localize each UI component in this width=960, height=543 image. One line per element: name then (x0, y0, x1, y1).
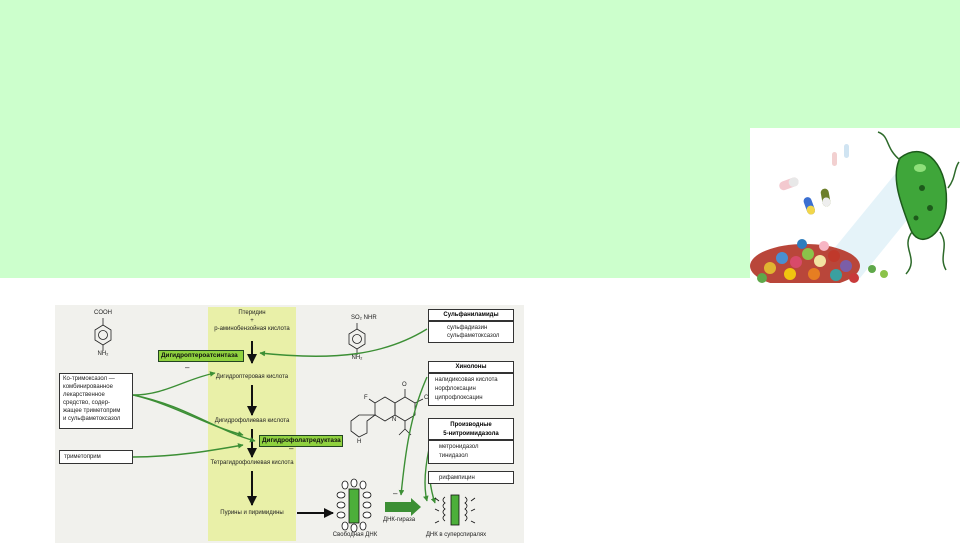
supercoiled-dna-graphic (434, 494, 476, 526)
quinolones-title: Хинолоны (428, 361, 514, 373)
supercoiled-dna-label: ДНК в суперспиралях (425, 532, 487, 538)
diagram-graphics (94, 307, 476, 541)
rifampicin-box: рифампицин (428, 471, 514, 484)
dihydropteroic-acid-label: Дигидроптеровая кислота (215, 374, 289, 380)
paba-structure (94, 318, 112, 351)
trimethoprim-box: триметоприм (59, 450, 133, 464)
dihydrofolate-reductase-label: Дигидрофолатредуктаза (259, 435, 343, 447)
metronidazole-label: метронидазол (439, 444, 479, 450)
ciprofloxacin-label: ципрофлоксацин (435, 395, 483, 401)
trimethoprim-label: триметоприм (64, 454, 101, 460)
dna-gyrase-arrow (385, 498, 421, 516)
paba-label: р-аминобензойная кислота (214, 326, 290, 332)
free-dna-graphic (336, 478, 372, 533)
gyrase-inhibition-mark: – (393, 489, 398, 498)
reductase-inhibition-mark: – (289, 444, 294, 453)
nalidixic-acid-label: налидиксовая кислота (435, 377, 498, 383)
quinolone-structure (350, 389, 424, 438)
cotrimoxazole-line-4: средство, содер- (63, 400, 111, 406)
sulfamethoxazole-label: сульфаметоксазол (447, 333, 500, 339)
tetrahydrofolic-acid-label: Тетрагидрофолиевая кислота (210, 460, 294, 466)
dihydropteroate-synthase-label: Дигидроптероатсинтаза (158, 350, 244, 362)
pathway-arrows (247, 341, 334, 518)
nitroimidazoles-title: Производные 5-нитроимидазола (428, 418, 514, 440)
cotrimoxazole-line-2: комбинированное (63, 384, 113, 390)
tinidazole-label: тинидазол (439, 453, 468, 459)
nitroimidazoles-title-line-1: Производные (450, 422, 492, 428)
sulfonamide-structure (348, 323, 366, 355)
nitroimidazoles-drug-box: метронидазол тинидазол (428, 440, 514, 464)
antibacterial-mechanism-diagram: COOH NH₂ SO₂ NHR NH₂ Птеридин + р-аминоб… (55, 305, 524, 543)
quinolones-drug-box: налидиксовая кислота норфлоксацин ципроф… (428, 373, 514, 406)
paba-nh2-label: NH₂ (97, 351, 109, 357)
sulfonamides-title: Сульфаниламиды (428, 309, 514, 321)
dna-gyrase-label: ДНК-гираза (383, 517, 416, 523)
sulfonamides-drug-box: сульфадиазин сульфаметоксазол (428, 321, 514, 343)
purines-pyrimidines-label: Пурины и пиримидины (220, 510, 284, 516)
norfloxacin-label: норфлоксацин (435, 386, 476, 392)
cotrimoxazole-line-3: лекарственное (63, 392, 105, 398)
dihydrofolic-acid-label: Дигидрофолиевая кислота (214, 418, 290, 424)
sulfa-nh2-label: NH₂ (351, 355, 363, 361)
nitroimidazoles-title-line-2: 5-нитроимидазола (443, 431, 499, 437)
quinolone-f-label: F (364, 395, 368, 401)
rifampicin-label: рифампицин (439, 475, 475, 481)
cotrimoxazole-line-1: Ко-тримоксазол — (63, 376, 115, 382)
free-dna-label: Свободная ДНК (332, 532, 378, 538)
quinolone-o-label: O (402, 382, 407, 388)
plus-sign: + (250, 318, 254, 324)
quinolone-n-label: N (392, 417, 397, 423)
cotrimoxazole-line-6: и сульфаметоксазол (63, 416, 121, 422)
synthase-inhibition-mark: – (185, 363, 190, 372)
bacteria-pills-illustration (750, 128, 960, 283)
sulfadiazine-label: сульфадиазин (447, 325, 488, 331)
pteridine-label: Птеридин (238, 310, 266, 316)
cotrimoxazole-line-5: жащее триметоприм (63, 408, 121, 414)
cotrimoxazole-box: Ко-тримоксазол — комбинированное лекарст… (59, 373, 133, 429)
sulfa-so2nhr-label: SO₂ NHR (351, 315, 377, 321)
paba-cooh-label: COOH (94, 310, 112, 316)
quinolone-h-label: H (357, 439, 362, 445)
inhibition-arrows (132, 328, 437, 504)
